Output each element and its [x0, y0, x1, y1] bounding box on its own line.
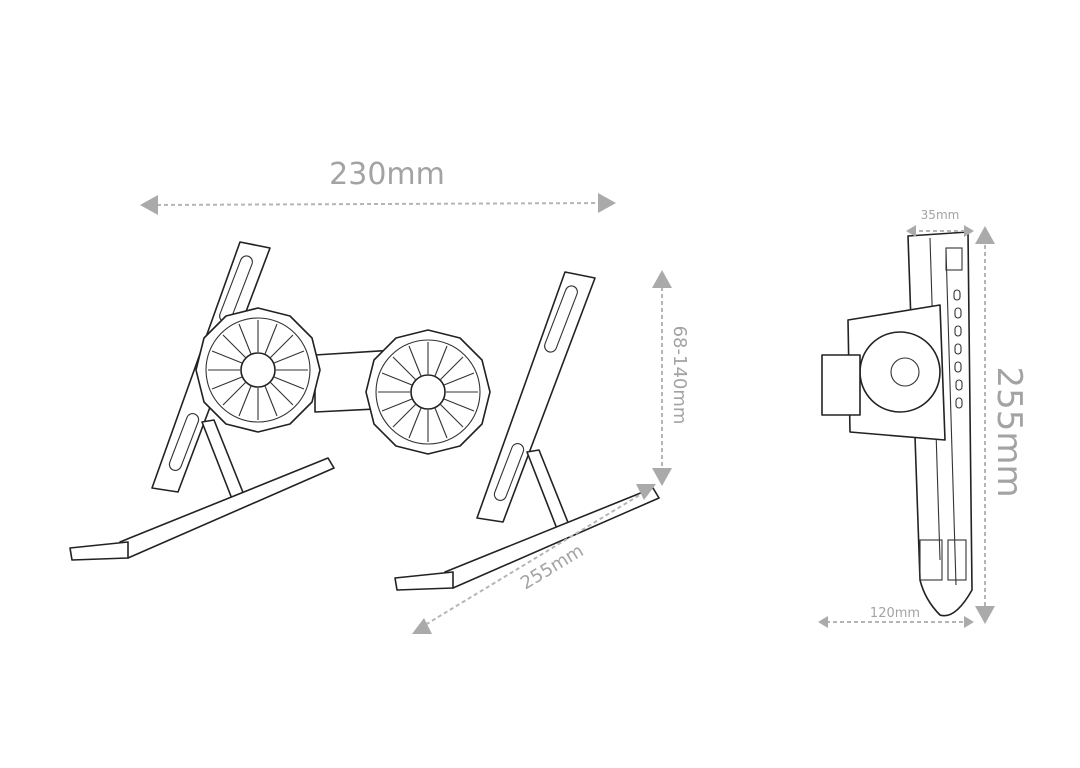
stand-perspective-drawing — [69, 241, 660, 591]
height-range-label: 68-140mm — [669, 326, 690, 425]
folded-width-dimension-line — [818, 616, 974, 628]
width-dimension-line — [140, 193, 616, 215]
height-dimension-line — [652, 270, 672, 486]
stand-folded-side-drawing — [821, 231, 973, 617]
folded-length-label: 255mm — [989, 366, 1029, 497]
folded-thickness-label: 35mm — [921, 208, 960, 222]
folded-length-dimension-line — [975, 226, 995, 624]
depth-dimension-line — [412, 484, 656, 634]
folded-width-label: 120mm — [870, 606, 920, 621]
fan-right-icon — [365, 329, 491, 455]
fan-left-icon — [195, 307, 321, 433]
folded-thickness-dimension-line — [906, 225, 974, 237]
width-label: 230mm — [329, 157, 445, 192]
